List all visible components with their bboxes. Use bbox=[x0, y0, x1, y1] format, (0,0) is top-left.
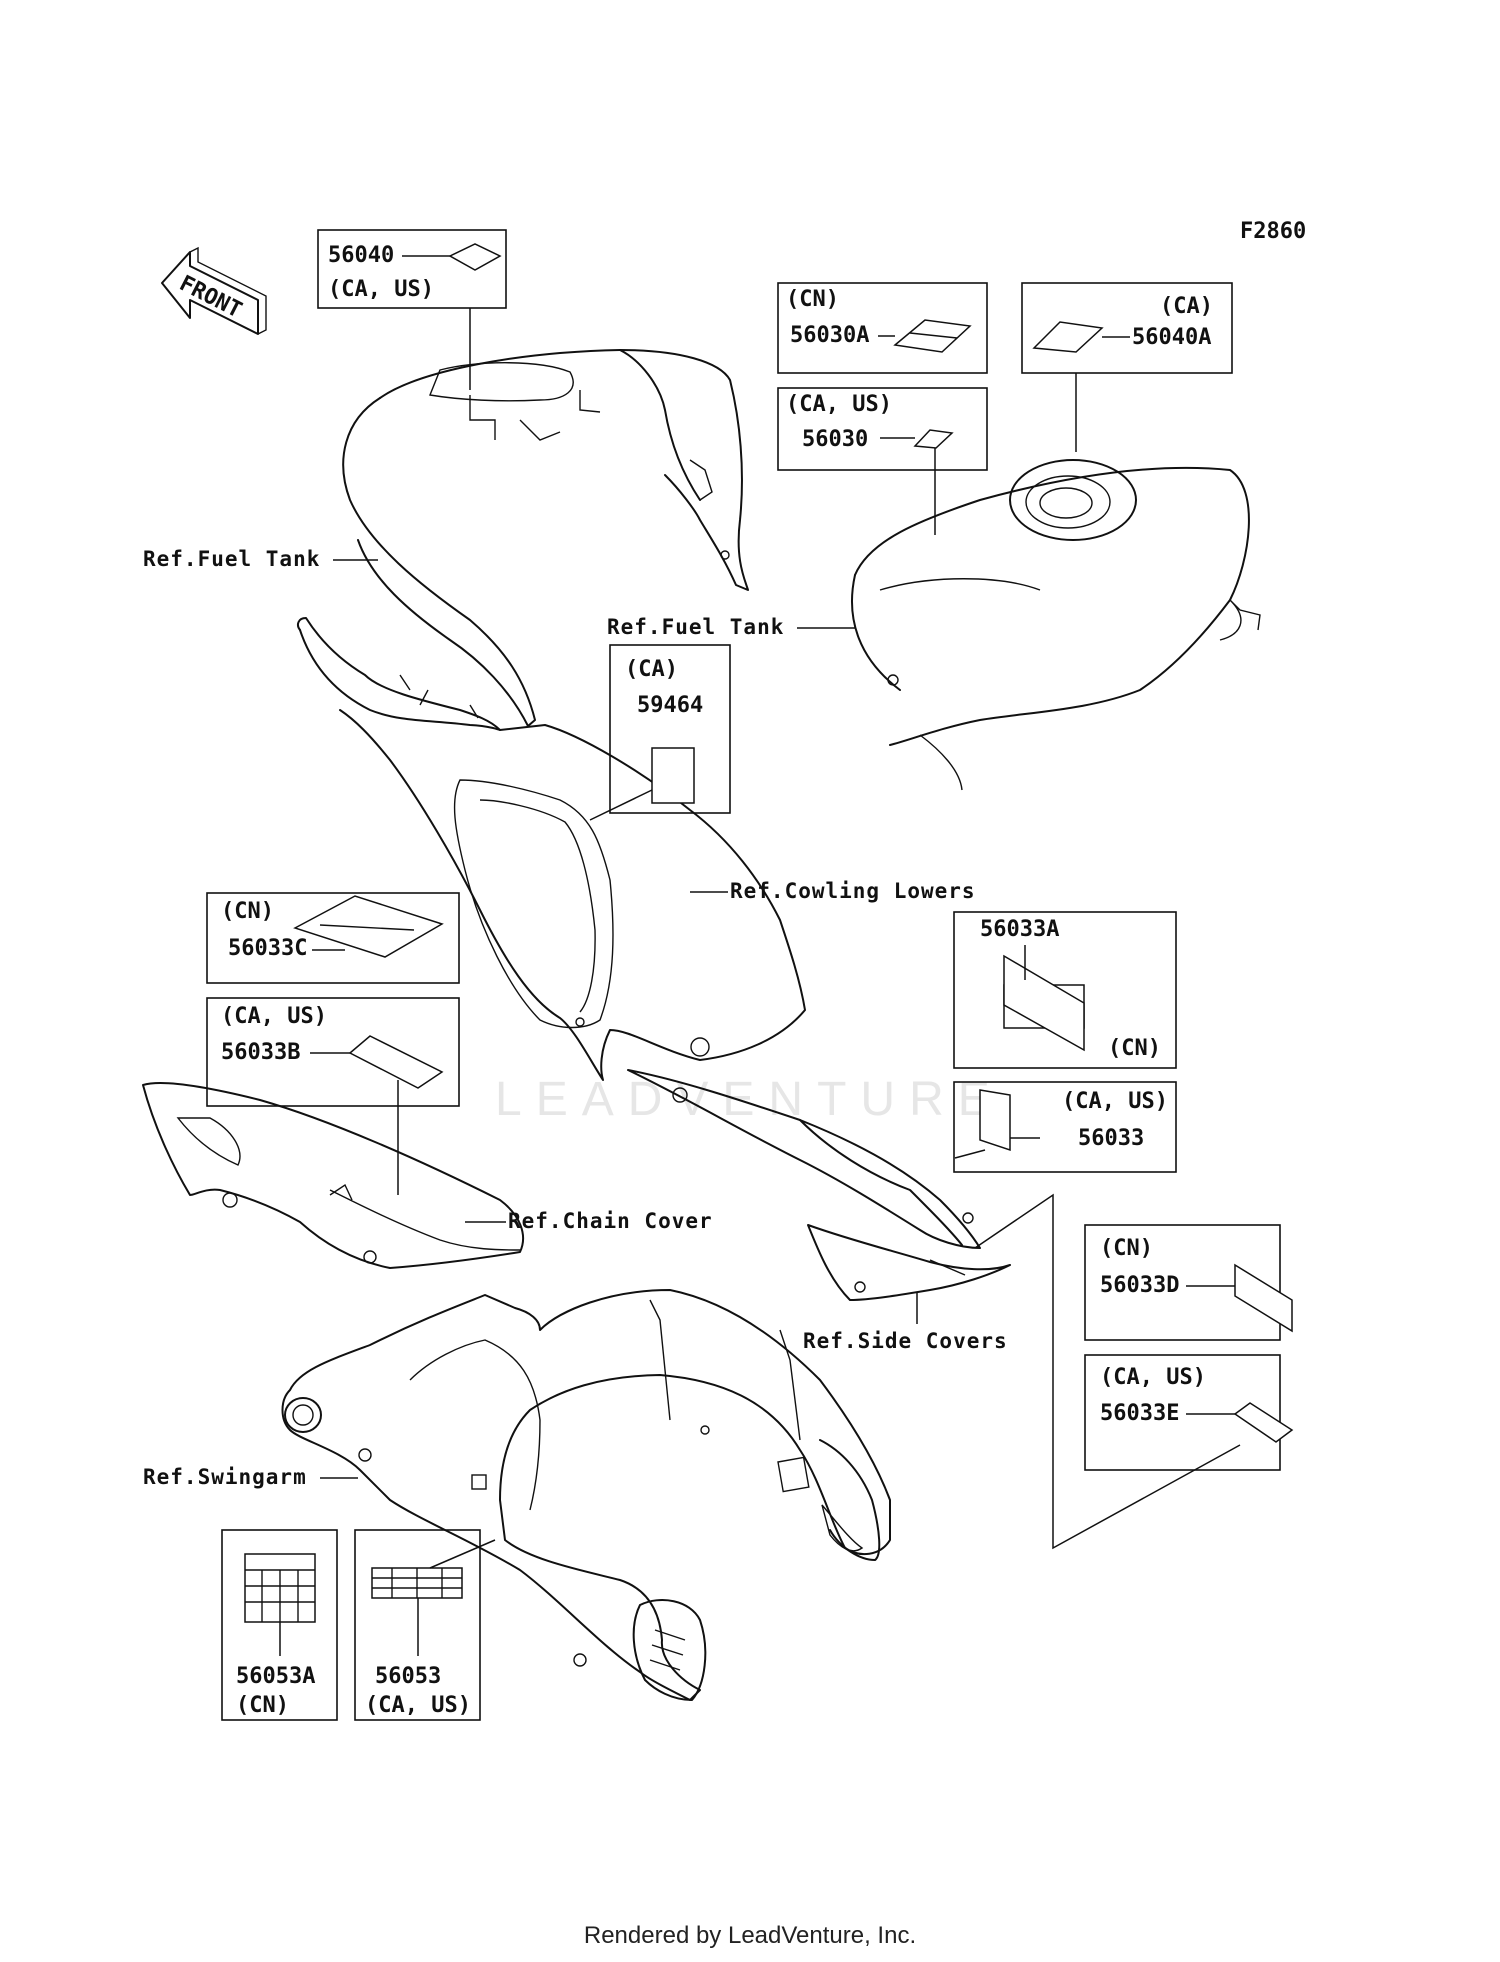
callout-56040: 56040 (CA, US) bbox=[317, 229, 507, 390]
callout-56033b: (CA, US) 56033B bbox=[206, 997, 460, 1195]
part-number: 56033 bbox=[1078, 1126, 1144, 1151]
region-code: (CA, US) bbox=[1062, 1089, 1168, 1114]
watermark-text: LEADVENTURE bbox=[495, 1073, 1004, 1126]
decal-icon bbox=[651, 747, 695, 804]
region-code: (CN) bbox=[221, 899, 274, 924]
swingarm-outline bbox=[281, 1289, 891, 1701]
part-number: 56030 bbox=[802, 427, 868, 452]
decal-icon bbox=[1032, 321, 1104, 353]
decal-icon bbox=[293, 895, 444, 958]
region-code: (CA, US) bbox=[786, 392, 892, 417]
part-number: 56053 bbox=[375, 1664, 441, 1689]
region-code: (CA) bbox=[625, 657, 678, 682]
region-code: (CN) bbox=[236, 1693, 289, 1718]
decal-icon bbox=[979, 1089, 1011, 1152]
cowling-lower-outline bbox=[297, 617, 806, 1081]
fuel-tank-cover-outline bbox=[342, 349, 749, 727]
callout-56030a: (CN) 56030A bbox=[777, 282, 988, 374]
part-number: 59464 bbox=[637, 693, 703, 718]
region-code: (CA, US) bbox=[221, 1004, 327, 1029]
side-cover-outline bbox=[627, 1069, 1011, 1301]
decal-icon bbox=[371, 1567, 463, 1599]
figure-code: F2860 bbox=[1240, 219, 1306, 244]
region-code: (CN) bbox=[786, 287, 839, 312]
part-number: 56040A bbox=[1132, 325, 1211, 350]
part-number: 56033C bbox=[228, 936, 307, 961]
part-number: 56033B bbox=[221, 1040, 300, 1065]
decal-icon bbox=[1234, 1263, 1293, 1333]
callout-56033: (CA, US) 56033 bbox=[953, 1081, 1177, 1173]
region-code: (CA, US) bbox=[365, 1693, 471, 1718]
ref-fuel-tank: Ref.Fuel Tank bbox=[607, 615, 784, 639]
part-number: 56033A bbox=[980, 917, 1059, 942]
ref-fuel-tank-cover: Ref.Fuel Tank bbox=[143, 547, 320, 571]
part-number: 56053A bbox=[236, 1664, 315, 1689]
ref-swingarm: Ref.Swingarm bbox=[143, 1465, 307, 1489]
callout-56030: (CA, US) 56030 bbox=[777, 387, 988, 535]
fuel-tank-outline bbox=[851, 459, 1261, 791]
callout-connector bbox=[974, 1193, 1241, 1550]
decal-icon bbox=[348, 1035, 444, 1089]
callout-56033c: (CN) 56033C bbox=[206, 892, 460, 984]
callout-56053: 56053 (CA, US) bbox=[354, 1529, 496, 1721]
decal-icon bbox=[1233, 1402, 1294, 1443]
region-code: (CA) bbox=[1160, 294, 1213, 319]
callout-56033e: (CA, US) 56033E bbox=[1084, 1354, 1294, 1471]
callout-59464: (CA) 59464 bbox=[589, 644, 731, 821]
ref-cowling-lowers: Ref.Cowling Lowers bbox=[730, 879, 976, 903]
chain-cover-outline bbox=[142, 1082, 525, 1269]
decal-icon bbox=[244, 1553, 316, 1623]
front-arrow-icon: FRONT bbox=[161, 246, 267, 335]
decal-icon bbox=[913, 429, 954, 449]
callout-56040a: (CA) 56040A bbox=[1021, 282, 1233, 452]
region-code: (CA, US) bbox=[1100, 1365, 1206, 1390]
callout-56033d: (CN) 56033D bbox=[1084, 1224, 1293, 1341]
region-code: (CA, US) bbox=[328, 277, 434, 302]
callout-56053a: 56053A (CN) bbox=[221, 1529, 338, 1721]
part-number: 56033D bbox=[1100, 1273, 1179, 1298]
region-code: (CN) bbox=[1100, 1236, 1153, 1261]
part-number: 56030A bbox=[790, 323, 869, 348]
ref-side-covers: Ref.Side Covers bbox=[803, 1329, 1008, 1353]
footer-credit: Rendered by LeadVenture, Inc. bbox=[583, 1922, 917, 1949]
part-number: 56040 bbox=[328, 243, 394, 268]
region-code: (CN) bbox=[1108, 1036, 1161, 1061]
decal-icon bbox=[448, 243, 502, 271]
callout-56033a: 56033A (CN) bbox=[953, 911, 1177, 1069]
part-number: 56033E bbox=[1100, 1401, 1179, 1426]
ref-chain-cover: Ref.Chain Cover bbox=[508, 1209, 713, 1233]
front-label: FRONT bbox=[175, 271, 245, 323]
